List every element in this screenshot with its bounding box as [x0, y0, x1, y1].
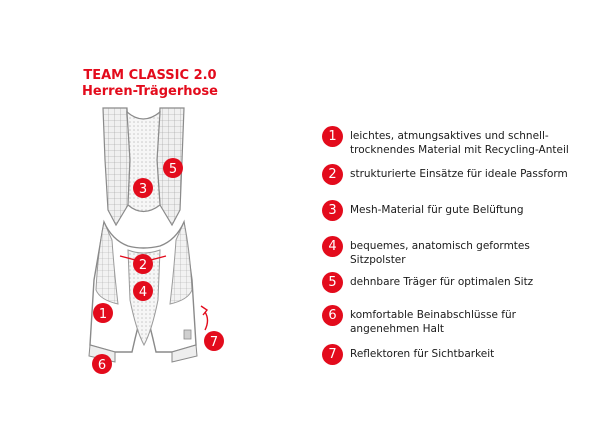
product-title: TEAM CLASSIC 2.0 — [83, 68, 217, 83]
callout-1: 1 — [93, 303, 113, 323]
legend-text: strukturierte Einsätze für ideale Passfo… — [350, 168, 568, 180]
callout-7: 7 — [204, 331, 224, 351]
svg-text:1: 1 — [99, 307, 107, 322]
svg-text:6: 6 — [98, 358, 106, 373]
legend-number-badge: 7 — [322, 344, 343, 365]
legend-text: leichtes, atmungsaktives und schnell-tro… — [350, 130, 569, 156]
legend-text: Mesh-Material für gute Belüftung — [350, 204, 524, 216]
svg-text:3: 3 — [139, 182, 147, 197]
legend-number-badge: 3 — [322, 200, 343, 221]
legend-number-badge: 4 — [322, 236, 343, 257]
right-leg-cuff — [171, 344, 198, 363]
svg-text:4: 4 — [139, 285, 147, 300]
callout-3: 3 — [133, 178, 153, 198]
callout-4: 4 — [133, 281, 153, 301]
legend-text: Reflektoren für Sichtbarkeit — [350, 348, 495, 360]
legend-number-badge: 2 — [322, 164, 343, 185]
callout-2: 2 — [133, 254, 153, 274]
callout-5: 5 — [163, 158, 183, 178]
callout-6: 6 — [92, 354, 112, 374]
product-subtitle: Herren-Trägerhose — [82, 84, 218, 99]
legend-number-badge: 1 — [322, 126, 343, 147]
legend-number-badge: 5 — [322, 272, 343, 293]
reflector — [183, 329, 192, 340]
svg-text:2: 2 — [139, 258, 147, 273]
legend-text: dehnbare Träger für optimalen Sitz — [350, 276, 534, 288]
legend-number-badge: 6 — [322, 305, 343, 326]
left-strap — [102, 107, 131, 227]
svg-text:7: 7 — [210, 335, 218, 350]
svg-text:5: 5 — [169, 162, 177, 177]
